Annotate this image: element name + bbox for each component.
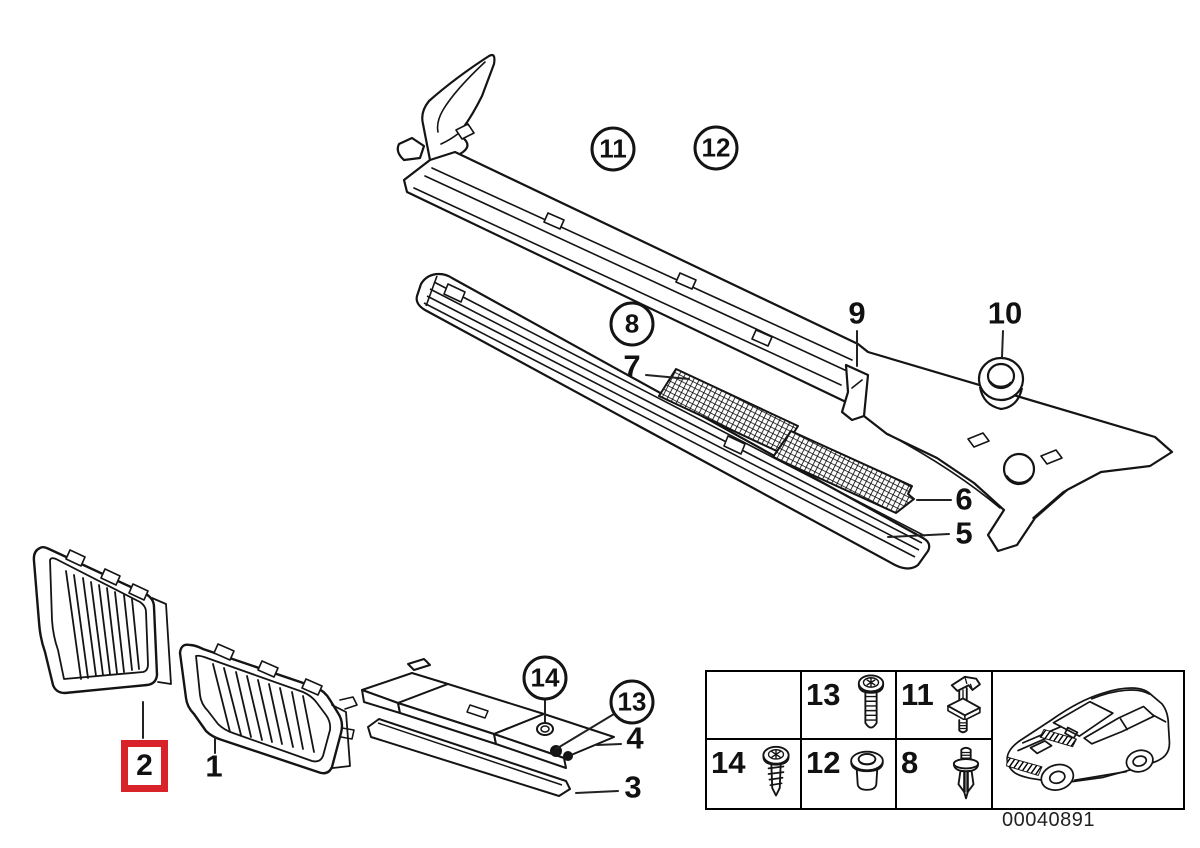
callout-3[interactable]: 3	[624, 769, 642, 805]
torx-screw-icon	[857, 674, 885, 729]
legend-cell-empty	[707, 672, 802, 740]
callout-2-highlighted[interactable]: 2	[121, 740, 168, 792]
callout-8[interactable]: 8	[609, 301, 655, 347]
callout-12[interactable]: 12	[693, 125, 739, 171]
legend-label-12: 12	[806, 745, 841, 780]
legend-cell-8[interactable]: 8	[897, 740, 993, 808]
expanding-rivet-icon	[952, 746, 980, 800]
callout-4[interactable]: 4	[626, 720, 644, 756]
legend-label-8: 8	[901, 745, 919, 780]
mesh-insert-drawing	[658, 368, 915, 514]
callout-7[interactable]: 7	[623, 348, 641, 384]
vent-strip-drawing	[415, 272, 931, 570]
legend-cell-12[interactable]: 12	[802, 740, 897, 808]
self-tapping-screw-icon	[762, 745, 790, 797]
expansion-clip-icon	[947, 675, 981, 734]
callout-11[interactable]: 11	[590, 126, 636, 172]
callout-10[interactable]: 10	[987, 295, 1023, 331]
car-location-cell	[993, 672, 1183, 808]
leader-lines	[142, 330, 1004, 794]
trim-support-drawing	[361, 658, 615, 769]
right-kidney-grille-drawing	[178, 643, 358, 775]
car-location-icon	[1006, 687, 1171, 791]
grommet-ring-drawing	[977, 356, 1025, 411]
callout-6[interactable]: 6	[955, 481, 973, 517]
callout-9[interactable]: 9	[848, 295, 866, 331]
callout-14[interactable]: 14	[522, 655, 568, 701]
legend-label-14: 14	[711, 745, 746, 780]
legend-cell-11[interactable]: 11	[897, 672, 993, 740]
cowl-panel-drawing	[396, 53, 1174, 553]
callout-1[interactable]: 1	[205, 748, 223, 784]
callout-13[interactable]: 13	[609, 679, 655, 725]
callout-5[interactable]: 5	[955, 515, 973, 551]
left-kidney-grille-drawing	[32, 546, 172, 695]
legend-cell-13[interactable]: 13	[802, 672, 897, 740]
grommet-icon	[850, 750, 884, 791]
legend-label-13: 13	[806, 677, 841, 712]
trim-moulding-drawing	[367, 718, 571, 797]
drawing-number: 00040891	[1002, 809, 1095, 831]
legend-label-11: 11	[901, 677, 934, 712]
legend-cell-14[interactable]: 14	[707, 740, 802, 808]
fastener-legend-table: 13 11	[705, 670, 1185, 810]
